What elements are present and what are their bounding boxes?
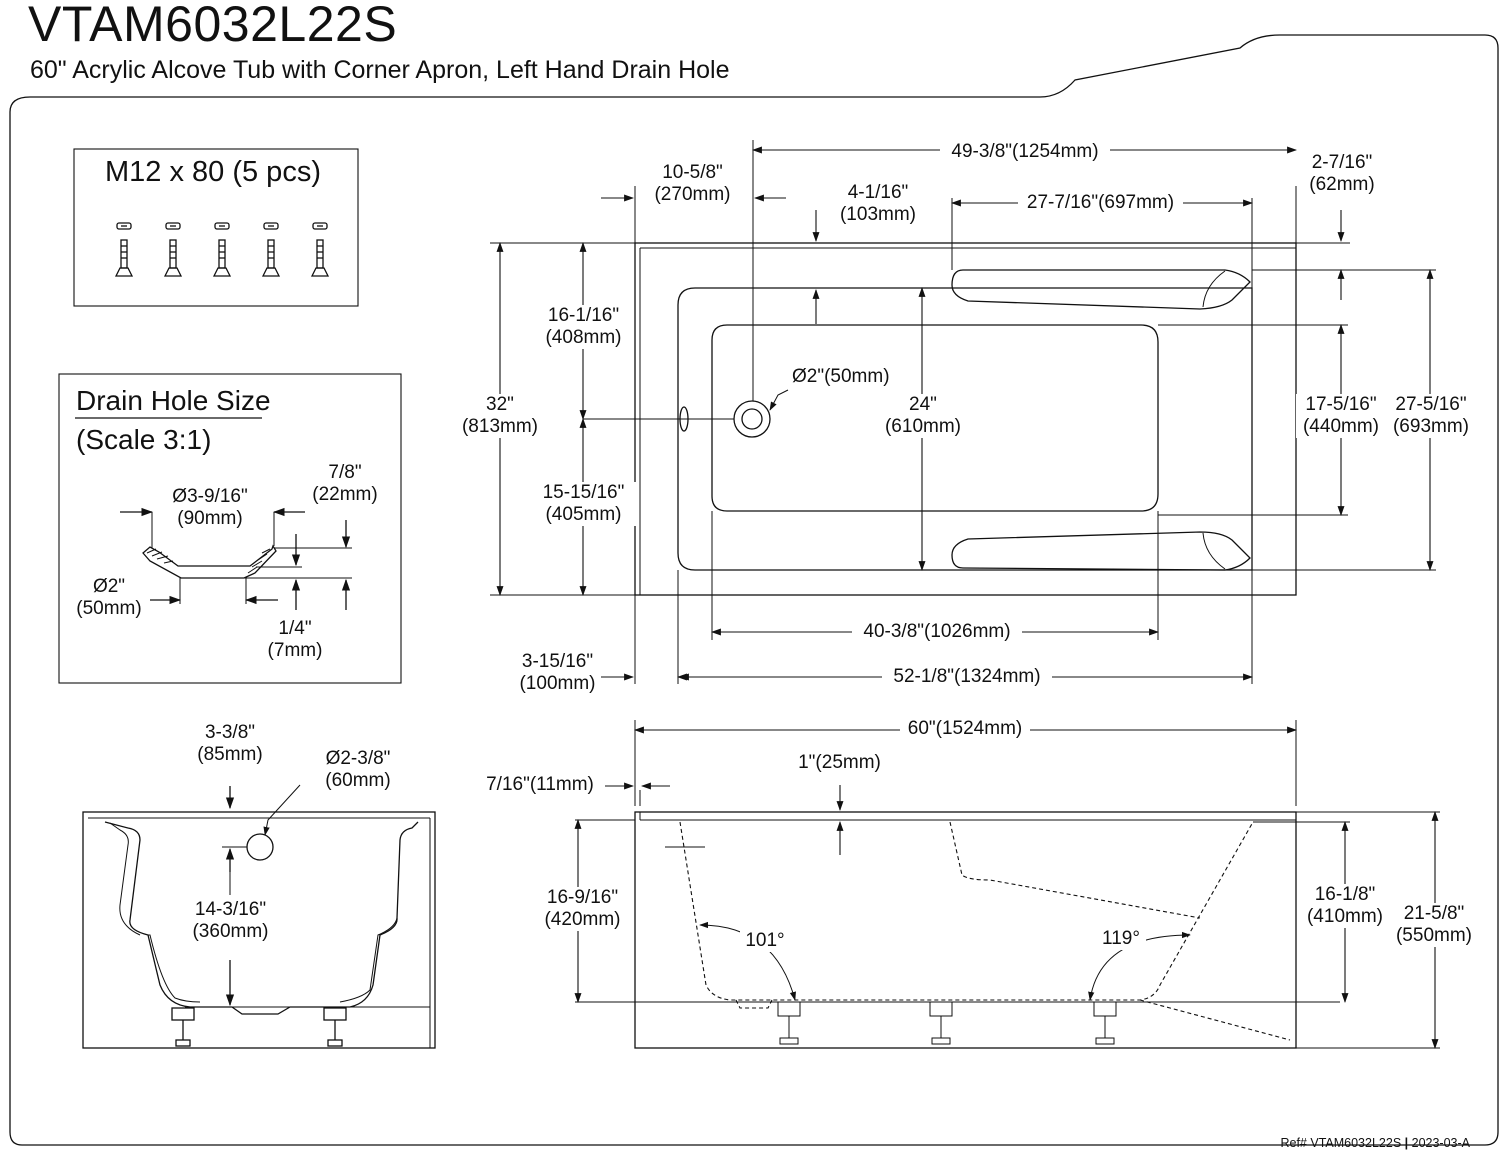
ref-model: VTAM6032L22S: [1310, 1136, 1402, 1150]
dim-drain-inner: Ø2"(50mm): [76, 576, 142, 619]
dim-inner-depth: 16-1/8"(410mm): [1300, 884, 1390, 928]
drain-box-scale: (Scale 3:1): [76, 424, 212, 455]
drain-section: [120, 507, 352, 610]
dim-drain-outer: Ø3-9/16"(90mm): [172, 486, 248, 529]
dim-overall-inner-len: 49-3/8"(1254mm): [940, 141, 1110, 163]
ref-revision: 2023-03-A: [1411, 1136, 1470, 1150]
dim-rim-right: 2-7/16"(62mm): [1309, 152, 1375, 195]
drain-box: [58, 373, 402, 684]
dim-floor-width: 17-5/16"(440mm): [1296, 394, 1386, 438]
dim-armrest-len: 27-7/16"(697mm): [1018, 192, 1183, 214]
model-title: VTAM6032L22S: [28, 0, 398, 52]
dim-wall-thick: 3-3/8"(85mm): [197, 722, 263, 765]
dim-total-width: 32"(813mm): [455, 394, 545, 438]
drain-box-title: Drain Hole Size: [76, 385, 271, 416]
dim-rim-top: 4-1/16"(103mm): [839, 182, 916, 225]
bolt-icon: [163, 222, 183, 277]
dim-drain-thickness: 1/4"(7mm): [267, 618, 323, 661]
dim-upper-half: 16-1/16"(408mm): [536, 305, 631, 349]
bolt-icon: [261, 222, 281, 277]
dim-drain-flange: 7/8"(22mm): [312, 462, 378, 505]
bolt-set: [114, 222, 330, 277]
hardware-title: M12 x 80 (5 pcs): [105, 156, 321, 188]
angle-left: 101°: [740, 930, 790, 952]
top-view: [583, 140, 1297, 596]
bolt-icon: [114, 222, 134, 277]
front-view: [575, 811, 1340, 1049]
dim-overall-height: 21-5/8"(550mm): [1389, 903, 1479, 947]
ref-sep: |: [1404, 1136, 1409, 1150]
ref-label: Ref#: [1280, 1136, 1307, 1150]
dim-apron-offset: 7/16"(11mm): [486, 774, 594, 795]
dim-overall-len: 60"(1524mm): [900, 718, 1030, 740]
footer-ref: Ref# VTAM6032L22S | 2023-03-A: [1280, 1136, 1470, 1150]
dim-drain-dia: Ø2"(50mm): [792, 366, 890, 387]
sheet-border: [9, 34, 1499, 1146]
dim-overflow-height: 14-3/16"(360mm): [183, 899, 278, 943]
dim-rim-thick: 1"(25mm): [798, 752, 881, 773]
dim-overflow-dia: Ø2-3/8"(60mm): [325, 748, 391, 791]
dim-basin-len: 52-1/8"(1324mm): [882, 666, 1052, 688]
dim-drain-offset: 10-5/8"(270mm): [654, 162, 731, 205]
dim-depth: 16-9/16"(420mm): [535, 887, 630, 931]
angle-right: 119°: [1096, 928, 1146, 950]
product-subtitle: 60" Acrylic Alcove Tub with Corner Apron…: [30, 56, 730, 84]
dim-inner-width: 24"(610mm): [878, 394, 968, 438]
dim-basin-width: 27-5/16"(693mm): [1386, 394, 1476, 438]
dim-left-rim: 3-15/16"(100mm): [519, 651, 596, 694]
side-section: [82, 784, 436, 1049]
hardware-box: [73, 148, 359, 307]
dim-floor-len: 40-3/8"(1026mm): [852, 621, 1022, 643]
dim-lower-half: 15-15/16"(405mm): [531, 482, 636, 526]
bolt-icon: [310, 222, 330, 277]
bolt-icon: [212, 222, 232, 277]
